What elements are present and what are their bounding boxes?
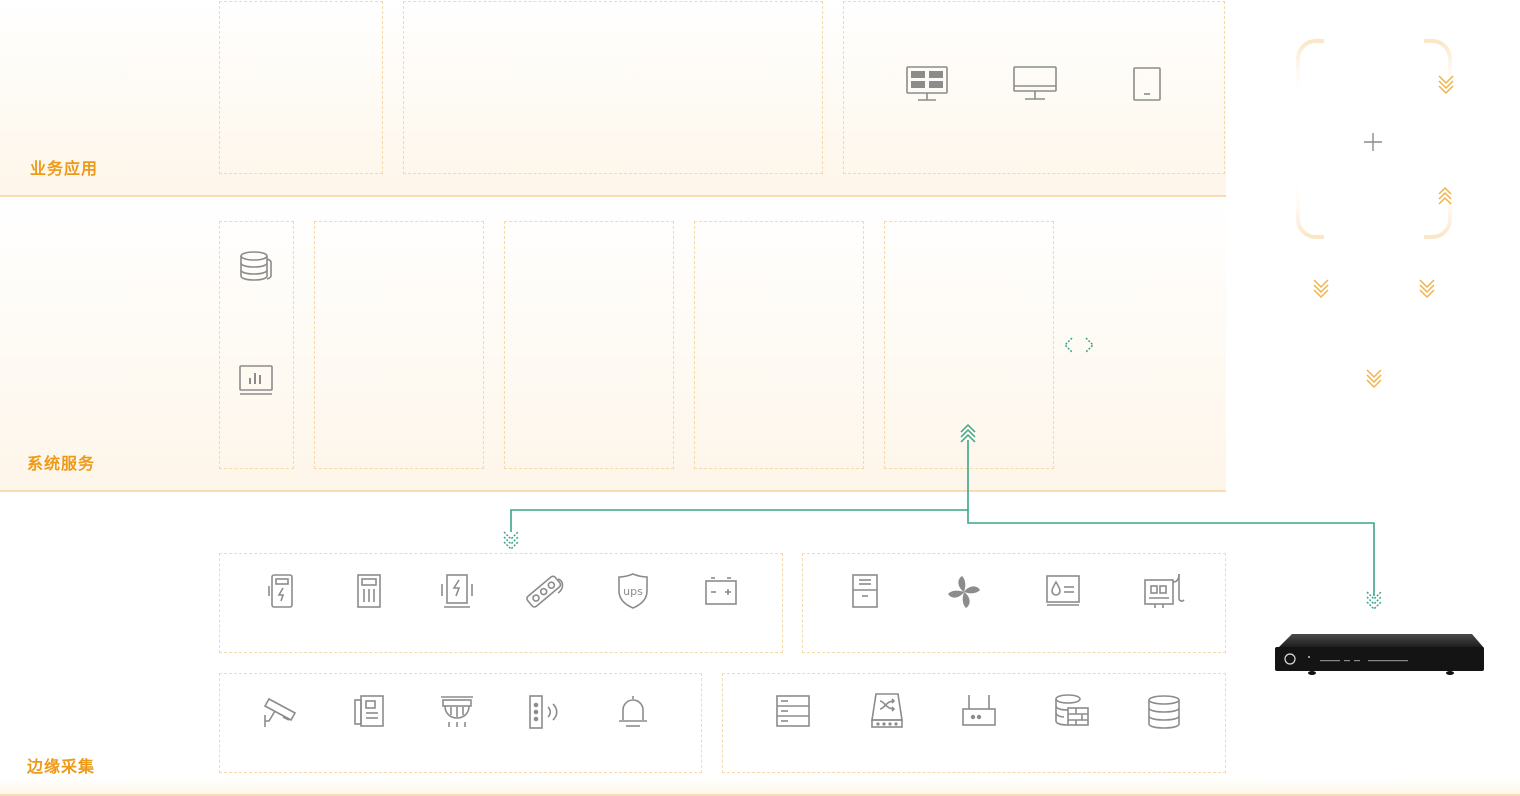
storage-icon bbox=[1147, 695, 1181, 729]
fan-icon bbox=[946, 574, 982, 610]
layer-label-edge: 边缘采集 bbox=[27, 757, 96, 776]
side-bracket bbox=[1296, 38, 1452, 240]
layer-band-edge bbox=[0, 778, 1520, 796]
edge-gateway-device bbox=[1272, 630, 1486, 682]
business-box-1 bbox=[219, 1, 383, 174]
system-service-box-3 bbox=[694, 221, 864, 469]
charger-icon bbox=[440, 574, 474, 608]
system-tool-box bbox=[219, 221, 294, 469]
business-box-2 bbox=[403, 1, 823, 174]
database-icon bbox=[239, 250, 273, 284]
power-env-box bbox=[219, 553, 783, 653]
ups-icon: ups bbox=[617, 573, 649, 609]
system-service-box-1 bbox=[314, 221, 484, 469]
temperature-humidity-icon bbox=[1143, 572, 1185, 612]
camera-icon bbox=[263, 695, 299, 729]
firewall-icon bbox=[1054, 694, 1090, 728]
tablet-icon bbox=[1133, 67, 1161, 101]
power-strip-icon bbox=[524, 573, 566, 611]
switch-icon bbox=[870, 693, 904, 729]
power-cabinet-icon bbox=[268, 574, 294, 608]
server-icon bbox=[776, 695, 810, 727]
system-service-box-2 bbox=[504, 221, 674, 469]
air-conditioner-icon bbox=[852, 574, 878, 608]
environment-box bbox=[802, 553, 1226, 653]
infrared-sensor-icon bbox=[528, 695, 562, 729]
layer-band-system bbox=[0, 197, 1226, 492]
battery-icon bbox=[705, 576, 737, 606]
business-terminal-box bbox=[843, 1, 1225, 174]
access-control-icon bbox=[354, 695, 384, 729]
router-icon bbox=[961, 694, 997, 728]
layer-label-business: 业务应用 bbox=[30, 159, 99, 178]
svg-text:ups: ups bbox=[623, 585, 643, 598]
plus-icon bbox=[1363, 132, 1383, 152]
dashboard-icon bbox=[239, 365, 273, 397]
smoke-detector-icon bbox=[440, 695, 474, 729]
distribution-cabinet-icon bbox=[356, 574, 382, 608]
water-leak-icon bbox=[1046, 575, 1080, 607]
network-box bbox=[722, 673, 1226, 773]
monitor-icon bbox=[1013, 66, 1057, 102]
alarm-bell-icon bbox=[618, 694, 648, 728]
security-box bbox=[219, 673, 702, 773]
video-wall-icon bbox=[906, 66, 948, 102]
layer-band-business bbox=[0, 0, 1226, 197]
layer-label-system: 系统服务 bbox=[27, 454, 96, 473]
system-service-box-4 bbox=[884, 221, 1054, 469]
